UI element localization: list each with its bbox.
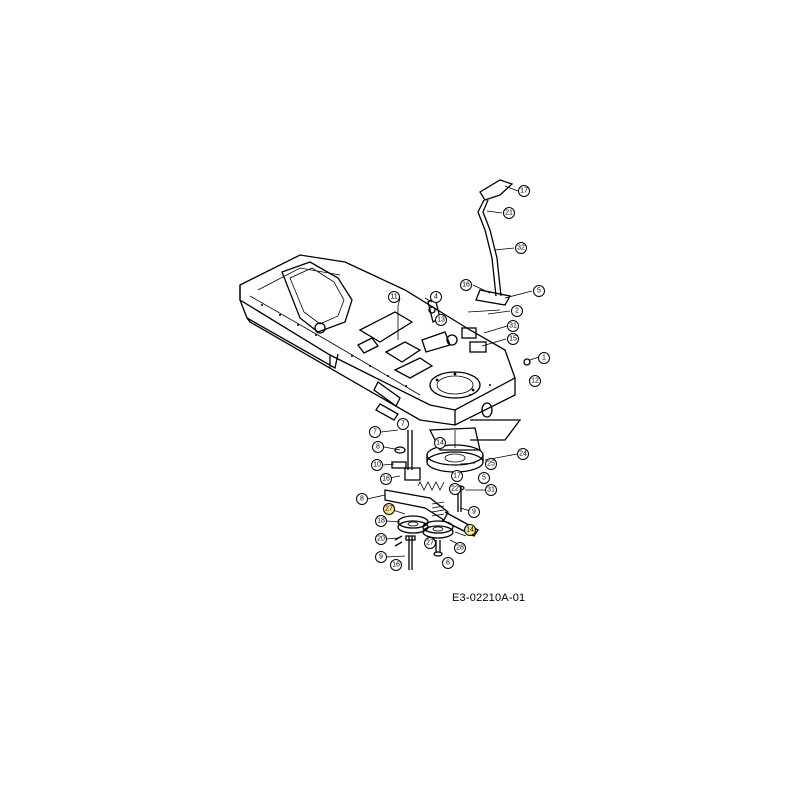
svg-text:11: 11 xyxy=(390,294,397,301)
svg-text:7: 7 xyxy=(373,429,377,436)
svg-text:8: 8 xyxy=(360,496,364,503)
callout-24: 24 xyxy=(517,448,529,460)
callout-27-highlighted: 27 xyxy=(383,503,395,515)
transmission-pulley xyxy=(426,427,484,473)
callout-32: 32 xyxy=(515,242,527,254)
callout-8-lower: 8 xyxy=(356,493,368,505)
svg-text:22: 22 xyxy=(451,486,459,493)
callout-5-upper: 5 xyxy=(533,285,545,297)
svg-text:31: 31 xyxy=(509,323,517,330)
svg-text:10: 10 xyxy=(373,462,381,469)
callout-4: 4 xyxy=(430,291,442,303)
svg-text:25: 25 xyxy=(487,461,495,468)
svg-text:16: 16 xyxy=(392,562,400,569)
callout-18: 18 xyxy=(375,515,387,527)
idler-assembly xyxy=(384,430,479,570)
svg-text:9: 9 xyxy=(379,554,383,561)
callout-14-highlighted: 14 xyxy=(464,524,476,536)
svg-text:5: 5 xyxy=(482,475,486,482)
svg-text:6: 6 xyxy=(446,560,450,567)
svg-text:20: 20 xyxy=(377,536,385,543)
callout-16-bottom: 16 xyxy=(390,559,402,571)
callout-28: 28 xyxy=(454,542,466,554)
svg-text:31: 31 xyxy=(487,487,495,494)
svg-text:4: 4 xyxy=(434,294,438,301)
svg-text:1: 1 xyxy=(542,355,546,362)
callout-27-lower: 27 xyxy=(424,537,436,549)
svg-text:32: 32 xyxy=(517,245,525,252)
svg-text:14: 14 xyxy=(436,440,444,447)
callout-13-upper: 13 xyxy=(435,314,447,326)
svg-text:8: 8 xyxy=(376,444,380,451)
callout-7-upper: 7 xyxy=(369,426,381,438)
callout-16-lower: 16 xyxy=(380,473,392,485)
svg-text:17: 17 xyxy=(520,188,528,195)
callout-12: 12 xyxy=(529,375,541,387)
callout-22: 22 xyxy=(449,483,461,495)
callout-9-lower: 9 xyxy=(375,551,387,563)
svg-text:12: 12 xyxy=(531,378,539,385)
callout-16-upper: 16 xyxy=(460,279,472,291)
svg-text:5: 5 xyxy=(537,288,541,295)
svg-text:7: 7 xyxy=(401,421,405,428)
svg-text:27: 27 xyxy=(426,540,434,547)
callout-1: 1 xyxy=(538,352,550,364)
callout-17-lower: 17 xyxy=(451,470,463,482)
svg-text:17: 17 xyxy=(453,473,461,480)
svg-text:16: 16 xyxy=(382,476,390,483)
callout-20: 20 xyxy=(375,533,387,545)
callout-17-top: 17 xyxy=(518,185,530,197)
svg-text:21: 21 xyxy=(505,210,513,217)
callout-7-lower: 7 xyxy=(397,418,409,430)
callout-31-lower: 31 xyxy=(485,484,497,496)
svg-text:24: 24 xyxy=(519,451,527,458)
leader-lines xyxy=(366,185,533,558)
svg-text:13: 13 xyxy=(437,317,445,324)
callout-11: 11 xyxy=(388,291,400,303)
callout-9-upper: 9 xyxy=(468,506,480,518)
callout-6: 6 xyxy=(442,557,454,569)
callout-14-upper: 14 xyxy=(434,437,446,449)
svg-text:2: 2 xyxy=(515,308,519,315)
svg-text:27: 27 xyxy=(385,506,393,513)
callout-8-upper: 8 xyxy=(372,441,384,453)
svg-text:9: 9 xyxy=(472,509,476,516)
svg-text:15: 15 xyxy=(509,336,517,343)
callout-10: 10 xyxy=(371,459,383,471)
tractor-frame xyxy=(239,254,522,441)
shift-lever-assembly xyxy=(397,179,546,366)
svg-text:28: 28 xyxy=(456,545,464,552)
callout-21: 21 xyxy=(503,207,515,219)
callout-5-lower: 5 xyxy=(478,472,490,484)
callout-25: 25 xyxy=(485,458,497,470)
svg-text:16: 16 xyxy=(462,282,470,289)
drawing-code-label: E3-02210A-01 xyxy=(452,592,526,604)
callout-31-upper: 31 xyxy=(507,320,519,332)
svg-text:14: 14 xyxy=(466,527,474,534)
callout-15: 15 xyxy=(507,333,519,345)
callout-2: 2 xyxy=(511,305,523,317)
svg-text:18: 18 xyxy=(377,518,385,525)
